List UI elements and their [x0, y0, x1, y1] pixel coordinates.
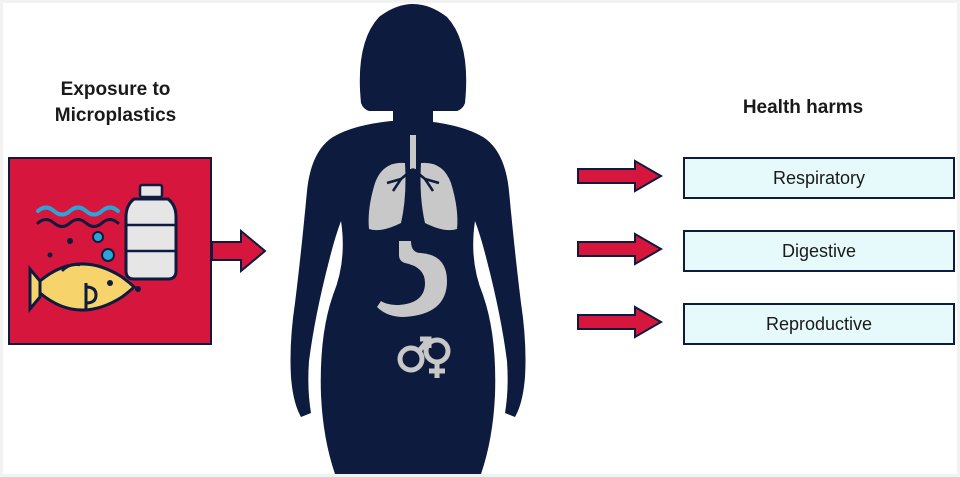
- respiratory-harm-box: Respiratory: [683, 157, 955, 199]
- exposure-title-line1: Exposure to: [60, 79, 171, 100]
- reproductive-arrow-icon: [577, 305, 663, 339]
- health-harms-title: Health harms: [742, 97, 864, 118]
- digestive-harm-box: Digestive: [683, 230, 955, 272]
- reproductive-harm-box: Reproductive: [683, 303, 955, 345]
- diagram-canvas: Exposure to Microplastics: [3, 3, 957, 474]
- exposure-title: Exposure to Microplastics: [23, 77, 208, 129]
- exposure-arrow-icon: [211, 229, 267, 273]
- exposure-title-line2: Microplastics: [54, 105, 177, 126]
- respiratory-arrow-icon: [577, 159, 663, 193]
- fish-bottle-water-icon: [28, 183, 178, 314]
- digestive-arrow-icon: [577, 232, 663, 266]
- lungs-icon: [368, 135, 458, 231]
- male-female-symbols-icon: [397, 336, 451, 378]
- human-body-silhouette: [290, 4, 526, 474]
- exposure-box: [8, 157, 212, 345]
- stomach-icon: [377, 241, 447, 317]
